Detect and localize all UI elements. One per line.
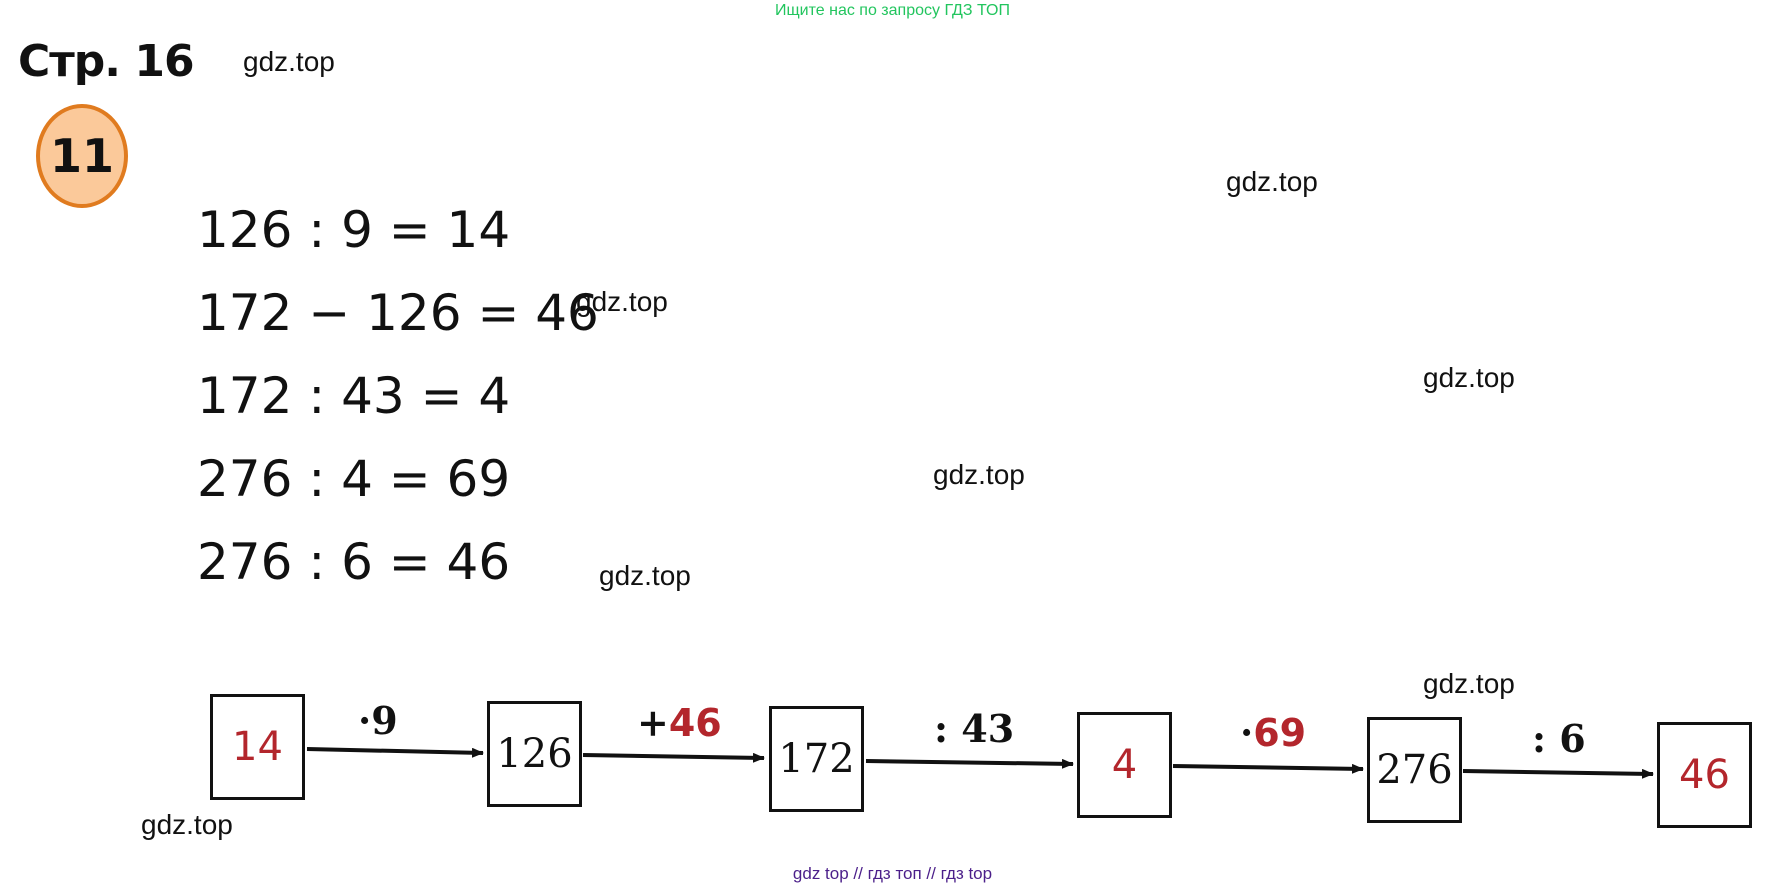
operation-chain: 14 126 172 4 276 46 ·9 +46 : 43 ·69 : 6 bbox=[0, 680, 1785, 860]
watermark: gdz.top bbox=[141, 809, 233, 840]
operation-sign: : bbox=[1532, 716, 1547, 761]
equation: 172 : 43 = 4 bbox=[197, 367, 511, 425]
arrow-line bbox=[1462, 768, 1654, 779]
top-banner: Ищите нас по запросу ГДЗ ТОП bbox=[775, 2, 1010, 19]
operation-value: 46 bbox=[668, 701, 722, 745]
chain-arrows bbox=[306, 747, 1654, 779]
operation-label: : 6 bbox=[1532, 716, 1586, 761]
arrow-line bbox=[306, 747, 484, 758]
operation-value: 6 bbox=[1559, 716, 1586, 761]
watermark: gdz.top bbox=[599, 560, 691, 591]
operation-value: 9 bbox=[371, 698, 398, 743]
chain-box: 4 bbox=[1077, 712, 1172, 818]
watermark: gdz.top bbox=[1423, 362, 1515, 393]
operation-sign: · bbox=[358, 698, 372, 743]
operation-sign: : bbox=[934, 706, 949, 751]
operation-label: : 43 bbox=[934, 706, 1014, 751]
operation-label: +46 bbox=[637, 700, 722, 745]
watermark: gdz.top bbox=[1423, 668, 1515, 699]
arrow-line bbox=[582, 752, 765, 763]
operation-value: 69 bbox=[1253, 711, 1307, 755]
watermark: gdz.top bbox=[933, 459, 1025, 490]
task-number-badge: 11 bbox=[36, 104, 128, 208]
page-title: Стр. 16 bbox=[18, 36, 195, 87]
equation-list: 126 : 9 = 14 172 − 126 = 46 172 : 43 = 4… bbox=[197, 200, 599, 615]
chain-box: 14 bbox=[210, 694, 305, 800]
footer-links: gdz top // гдз топ // гдз top bbox=[792, 864, 993, 883]
watermark: gdz.top bbox=[1226, 166, 1318, 197]
operation-sign: + bbox=[637, 700, 669, 745]
chain-box: 172 bbox=[769, 706, 864, 812]
equation: 276 : 4 = 69 bbox=[197, 450, 511, 508]
equation: 172 − 126 = 46 bbox=[197, 284, 599, 342]
operation-label: ·9 bbox=[358, 698, 398, 743]
arrow-line bbox=[865, 758, 1074, 769]
operation-label: ·69 bbox=[1240, 710, 1306, 755]
chain-box: 46 bbox=[1657, 722, 1752, 828]
chain-box: 126 bbox=[487, 701, 582, 807]
arrow-line bbox=[1172, 763, 1364, 774]
equation: 126 : 9 = 14 bbox=[197, 201, 511, 259]
chain-box: 276 bbox=[1367, 717, 1462, 823]
watermark: gdz.top bbox=[243, 46, 335, 77]
watermark: gdz.top bbox=[576, 286, 668, 317]
operation-sign: · bbox=[1240, 710, 1254, 755]
equation: 276 : 6 = 46 bbox=[197, 533, 511, 591]
operation-value: 43 bbox=[961, 706, 1015, 751]
